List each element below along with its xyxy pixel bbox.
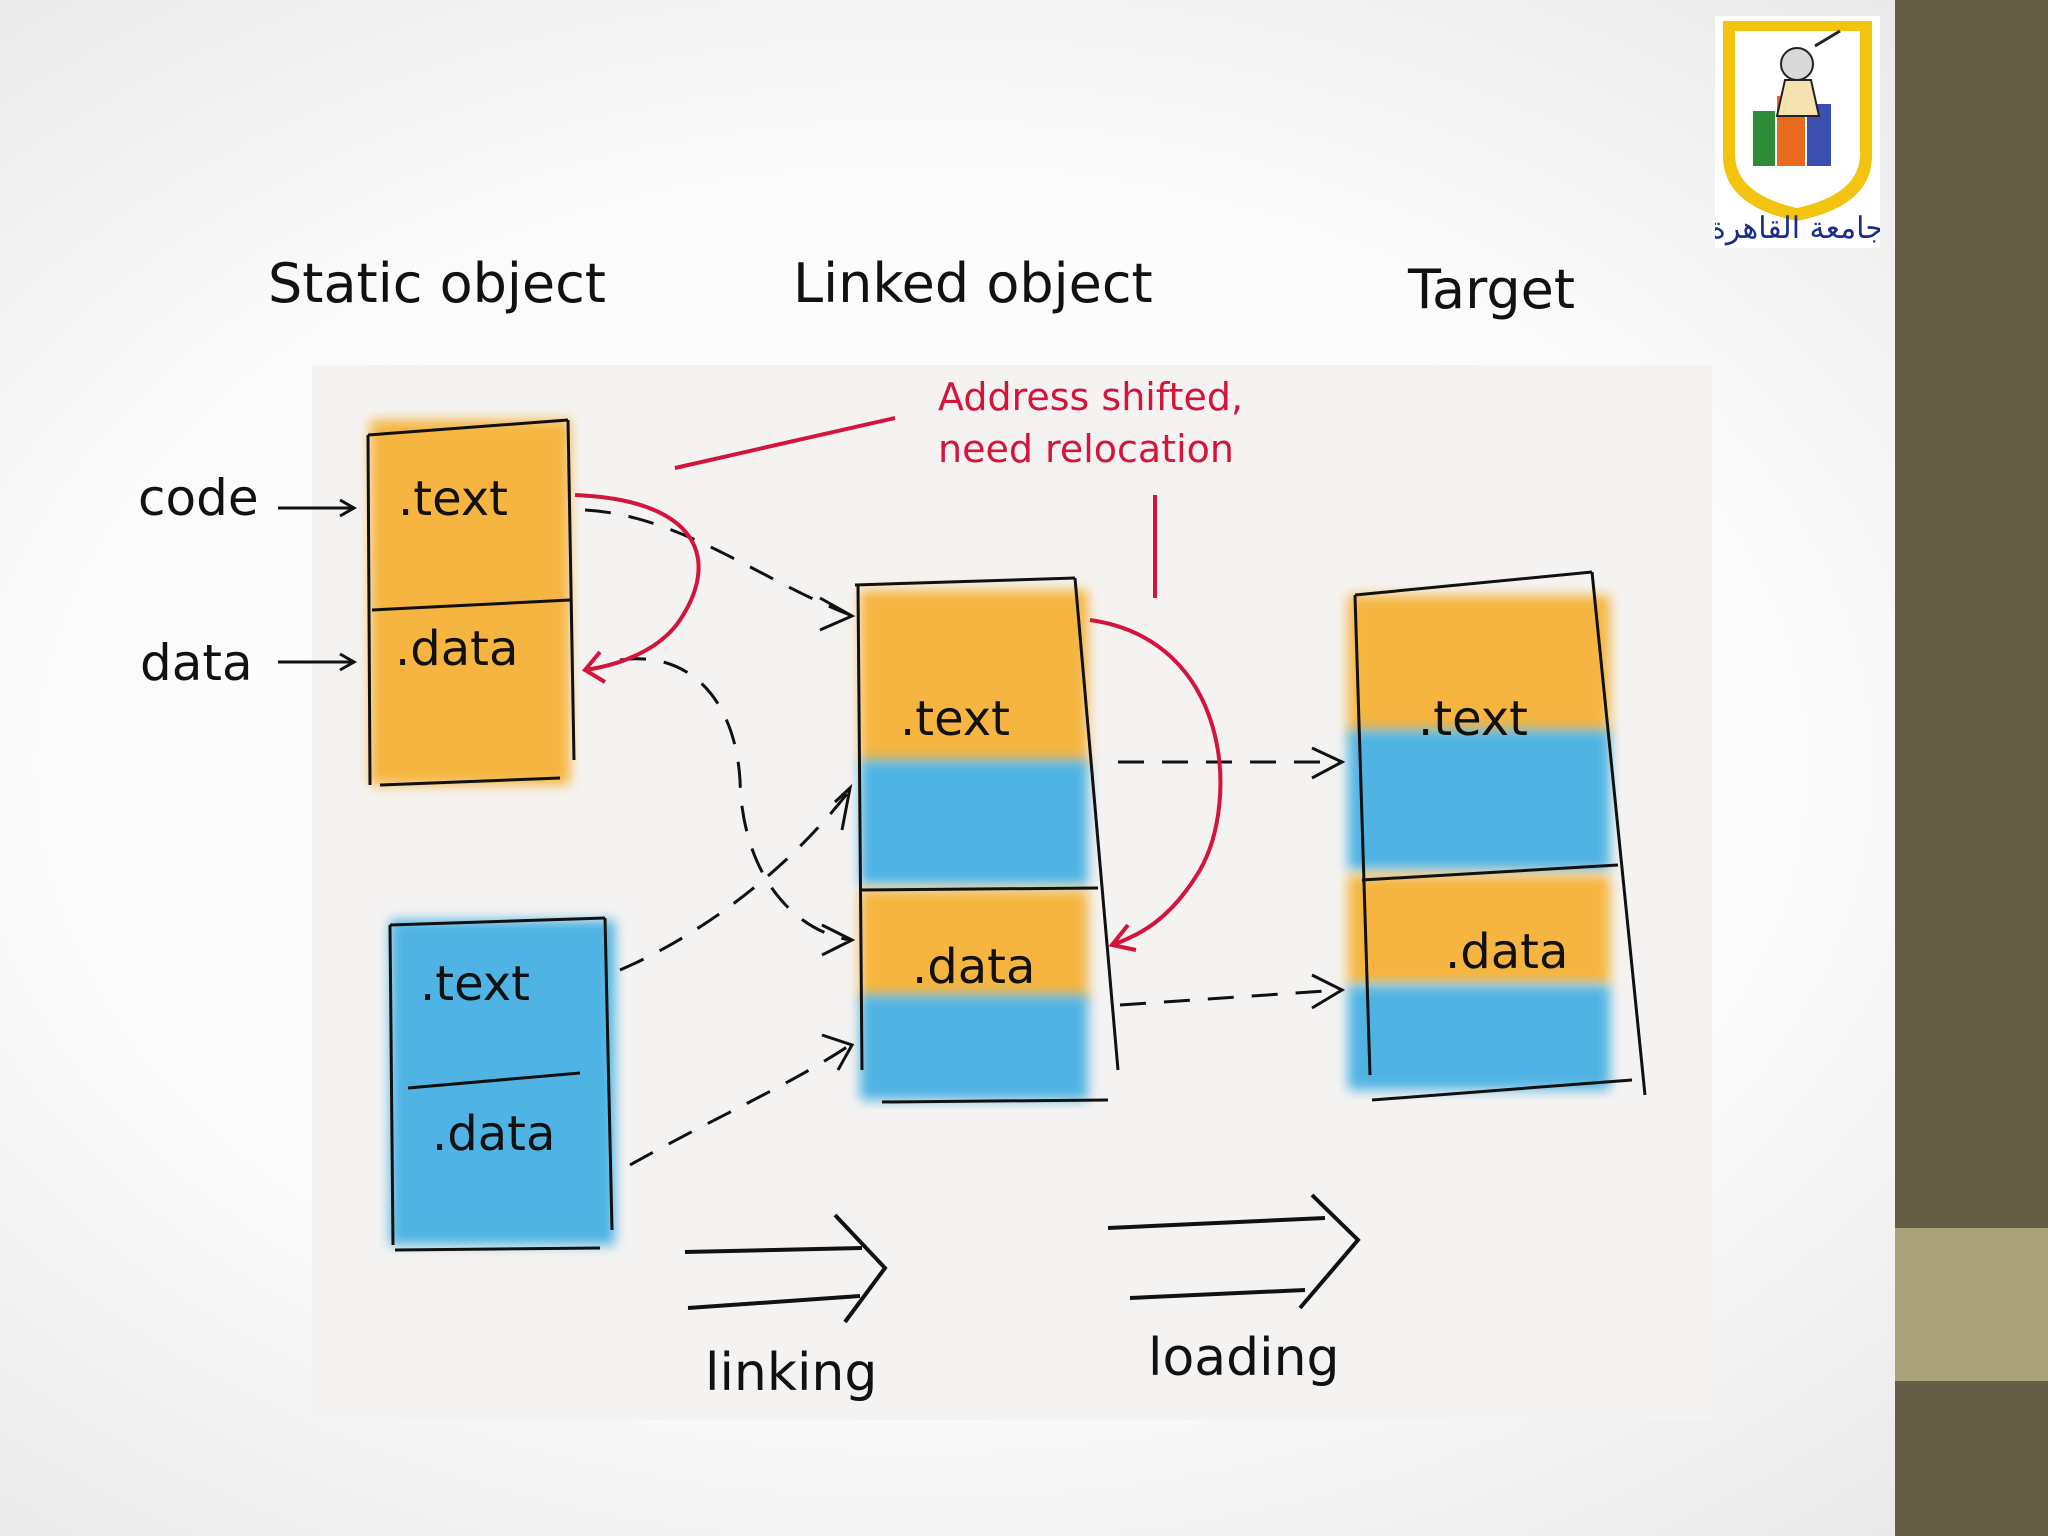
arrowheads	[819, 596, 1346, 1071]
static-2-data-label: .data	[432, 1106, 555, 1162]
target-text-orange	[1348, 595, 1610, 735]
relocation-arrow-static	[574, 493, 701, 672]
relocation-arrows	[574, 416, 1223, 952]
linked-data-blue	[860, 995, 1088, 1100]
target-text-blue	[1348, 730, 1610, 870]
linking-label: linking	[705, 1343, 877, 1403]
link-arrows	[584, 508, 1341, 1167]
static-1-data-label: .data	[395, 621, 518, 677]
linked-text-label: .text	[900, 691, 1010, 747]
linked-text-blue	[860, 760, 1088, 885]
target-object: .text .data	[1348, 570, 1647, 1102]
static-object-2: .text .data	[388, 916, 615, 1252]
static-object-title: Static object	[268, 252, 606, 315]
arrow-static1-text-to-linked-text	[584, 508, 851, 617]
cairo-university-logo: جامعة القاهرة	[1715, 16, 1880, 248]
linked-data-orange	[860, 890, 1088, 1000]
data-label: data	[140, 634, 253, 692]
arrow-linked-data-to-target-data	[1119, 988, 1341, 1007]
arrow-static1-data-to-linked-data	[619, 657, 851, 942]
annotation-line-2: need relocation	[938, 427, 1234, 471]
linked-object-title: Linked object	[793, 252, 1153, 315]
static-1-text-label: .text	[398, 471, 508, 527]
linking-process-arrow	[684, 1213, 888, 1324]
arrow-static2-text-to-linked-text	[619, 789, 852, 972]
linked-text-orange	[860, 590, 1088, 765]
slide-theme-accent-band	[1895, 1228, 2048, 1381]
data-arrow	[278, 652, 358, 672]
annotation-pointer-1	[674, 416, 896, 470]
arrow-static2-data-to-linked-data	[629, 1043, 851, 1167]
target-data-label: .data	[1445, 924, 1568, 980]
static-2-fill	[390, 920, 615, 1245]
svg-text:جامعة القاهرة: جامعة القاهرة	[1715, 211, 1880, 246]
loading-process-arrow	[1107, 1193, 1361, 1310]
linked-object: .text .data	[854, 576, 1120, 1104]
annotation-line-1: Address shifted,	[938, 375, 1243, 419]
loading-label: loading	[1148, 1328, 1340, 1388]
target-data-orange	[1348, 875, 1610, 985]
code-arrow	[278, 498, 358, 518]
linked-data-label: .data	[912, 939, 1035, 995]
code-label: code	[138, 469, 259, 527]
target-data-blue	[1348, 985, 1610, 1090]
target-text-label: .text	[1418, 691, 1528, 747]
static-object-1: .text .data	[366, 418, 576, 787]
relocation-arrow-linked	[1089, 618, 1223, 947]
target-title: Target	[1408, 258, 1576, 321]
static-2-text-label: .text	[420, 956, 530, 1012]
